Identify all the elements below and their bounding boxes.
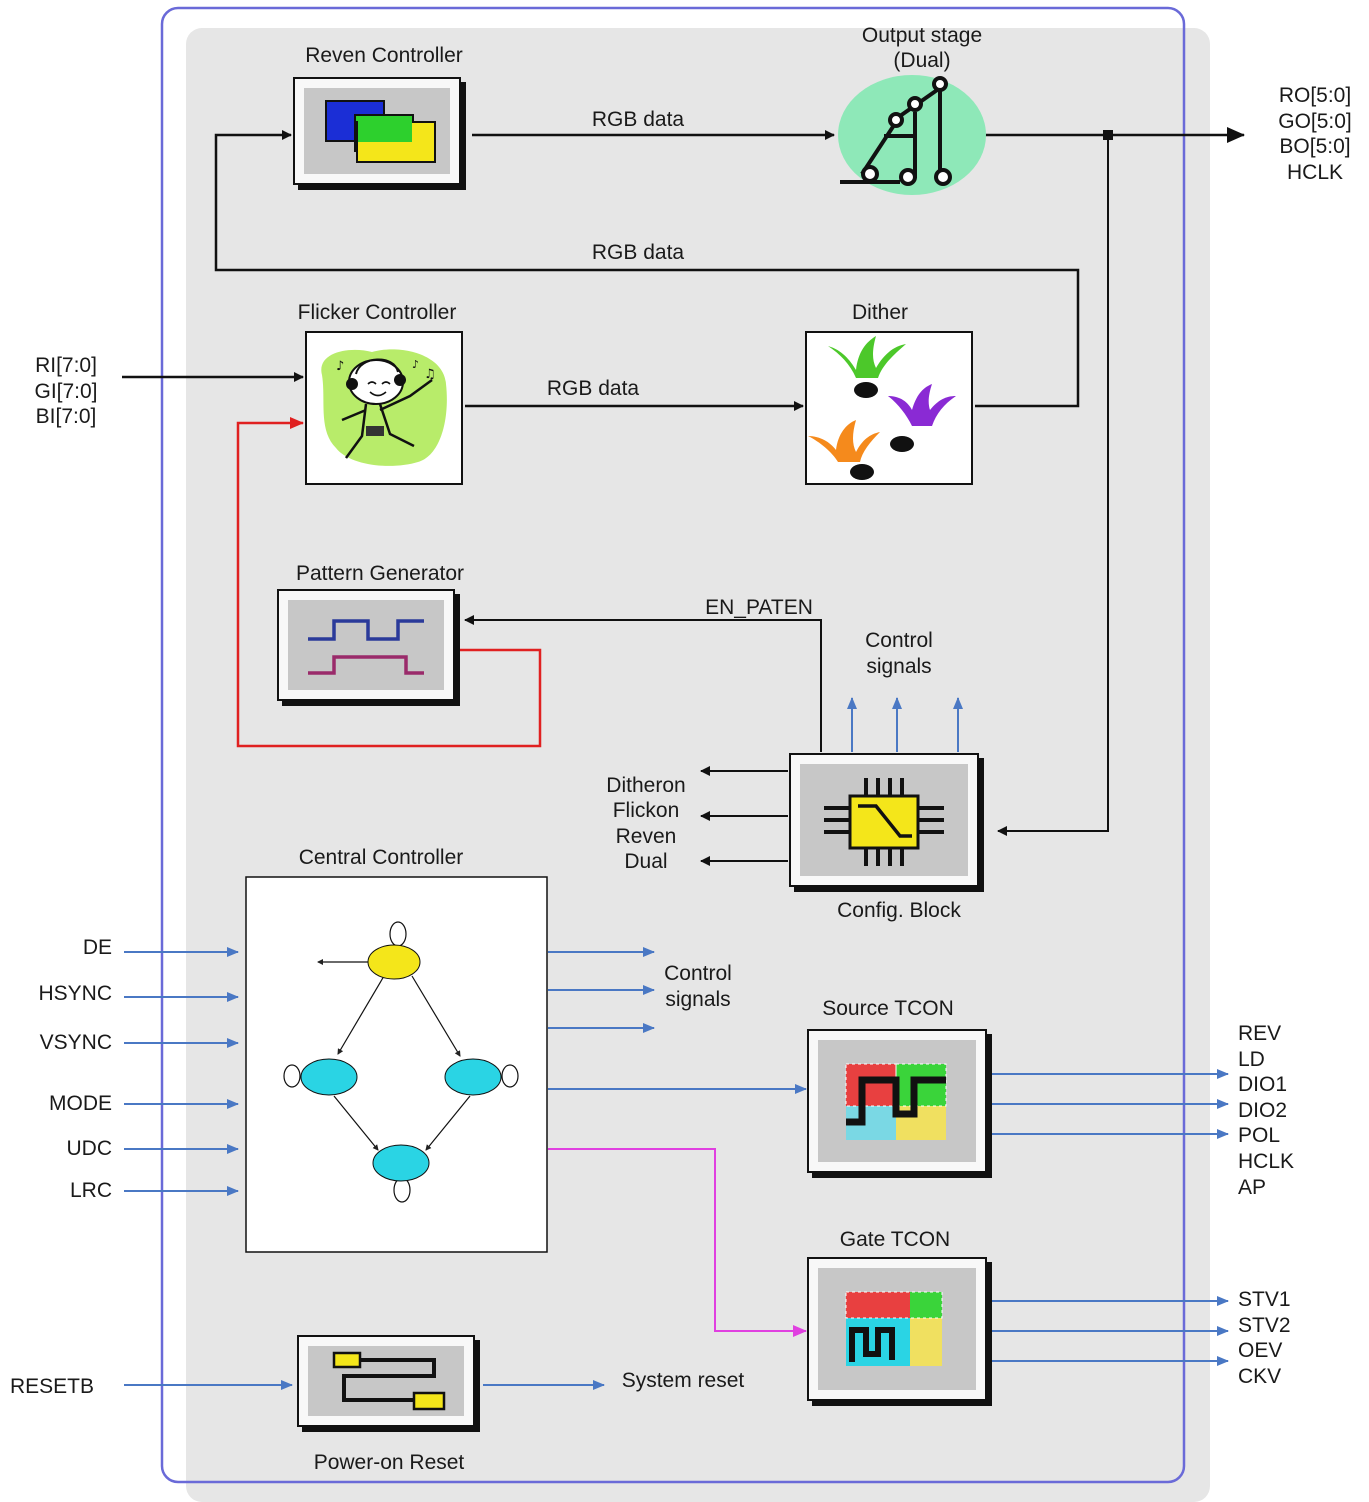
en-paten-connector — [464, 615, 822, 752]
central-control-label-1: Control — [664, 962, 732, 985]
resetb-label: RESETB — [10, 1375, 94, 1398]
central-input-label: LRC — [70, 1179, 112, 1202]
rgb-output-label: BO[5:0] — [1279, 135, 1350, 158]
svg-text:♪: ♪ — [336, 359, 344, 374]
cfg-output-label: Ditheron — [606, 774, 685, 797]
rgb-data-label-mid: RGB data — [592, 241, 685, 264]
flicker-controller-block: ♪ ♫ ♪ — [305, 331, 463, 485]
source-output-label: REV — [1238, 1022, 1281, 1045]
chip-icon — [824, 778, 944, 866]
central-control-signal-arrows — [548, 947, 655, 1033]
reven-controller-block — [293, 77, 466, 190]
svg-text:♪: ♪ — [412, 358, 419, 371]
config-block — [789, 753, 984, 892]
central-input-label: HSYNC — [38, 982, 112, 1005]
output-bus-arrow — [985, 127, 1245, 143]
power-on-reset-block — [297, 1335, 480, 1432]
pattern-generator-block — [277, 589, 460, 706]
diagram-frame — [160, 6, 1186, 1484]
power-on-reset-title: Power-on Reset — [314, 1451, 465, 1474]
circuit-robot-icon — [840, 76, 952, 186]
config-control-label-2: signals — [866, 655, 931, 678]
reven-controller-title: Reven Controller — [305, 44, 463, 67]
config-control-label-1: Control — [865, 629, 933, 652]
central-input-label: VSYNC — [40, 1031, 112, 1054]
dither-title: Dither — [852, 301, 908, 324]
svg-text:♫: ♫ — [424, 367, 436, 382]
config-control-signal-arrows — [847, 697, 963, 752]
pattern-generator-title: Pattern Generator — [296, 562, 464, 585]
cfg-output-label: Reven — [616, 825, 677, 848]
source-tcon-title: Source TCON — [822, 997, 954, 1020]
gate-output-label: CKV — [1238, 1365, 1281, 1388]
state-machine-icon — [283, 921, 519, 1203]
source-output-label: AP — [1238, 1176, 1266, 1199]
checkered-pulse-icon — [845, 1291, 943, 1366]
gate-output-label: STV1 — [1238, 1288, 1291, 1311]
system-reset-label: System reset — [622, 1369, 745, 1392]
panel-shadow — [186, 28, 1210, 1502]
overlapping-windows-icon — [325, 100, 436, 163]
waveform-icon — [308, 619, 424, 675]
gate-output-arrows — [992, 1296, 1229, 1366]
central-control-label-2: signals — [665, 988, 730, 1011]
dither-block — [805, 331, 973, 485]
en-paten-label: EN_PATEN — [705, 596, 813, 619]
central-controller-block — [245, 876, 548, 1253]
cfg-output-label: Dual — [624, 850, 667, 873]
central-to-gate-connector — [548, 1148, 807, 1337]
source-output-label: POL — [1238, 1124, 1280, 1147]
output-stage-block — [838, 75, 986, 195]
rgb-input-label: RI[7:0] — [35, 354, 97, 377]
rgb-input-label: BI[7:0] — [36, 405, 97, 428]
rgb-output-label: RO[5:0] — [1279, 84, 1351, 107]
cfg-output-label: Flickon — [613, 799, 680, 822]
source-output-arrows — [992, 1069, 1229, 1139]
flicker-controller-title: Flicker Controller — [298, 301, 457, 324]
dither-to-reven-feedback — [214, 130, 1080, 408]
central-input-label: DE — [83, 936, 112, 959]
pattern-to-flicker-connector — [236, 417, 542, 748]
output-stage-title: Output stage — [862, 24, 982, 47]
gate-output-label: STV2 — [1238, 1314, 1291, 1337]
rgb-data-label-top: RGB data — [592, 108, 685, 131]
gate-tcon-block — [807, 1257, 992, 1406]
source-tcon-block — [807, 1029, 992, 1178]
splash-dots-icon — [808, 336, 956, 480]
central-controller-title: Central Controller — [299, 846, 464, 869]
output-stage-subtitle: (Dual) — [893, 49, 950, 72]
config-block-title: Config. Block — [837, 899, 961, 922]
gate-tcon-title: Gate TCON — [840, 1228, 950, 1251]
central-input-arrows — [124, 947, 239, 1196]
rgb-output-label: GO[5:0] — [1278, 110, 1352, 133]
source-output-label: LD — [1238, 1048, 1265, 1071]
source-output-label: HCLK — [1238, 1150, 1294, 1173]
rgb-input-label: GI[7:0] — [34, 380, 97, 403]
source-output-label: DIO2 — [1238, 1099, 1287, 1122]
dancing-character-icon: ♪ ♫ ♪ — [321, 349, 447, 466]
source-output-label: DIO1 — [1238, 1073, 1287, 1096]
config-output-arrows — [700, 766, 788, 866]
reset-flow-icon — [332, 1351, 446, 1411]
output-to-config-tap — [997, 140, 1109, 836]
rgb-data-label-flicker: RGB data — [547, 377, 640, 400]
rgb-output-label: HCLK — [1287, 161, 1343, 184]
gate-output-label: OEV — [1238, 1339, 1282, 1362]
checkered-waveform-icon — [845, 1063, 947, 1140]
central-input-label: MODE — [49, 1092, 112, 1115]
central-input-label: UDC — [67, 1137, 113, 1160]
